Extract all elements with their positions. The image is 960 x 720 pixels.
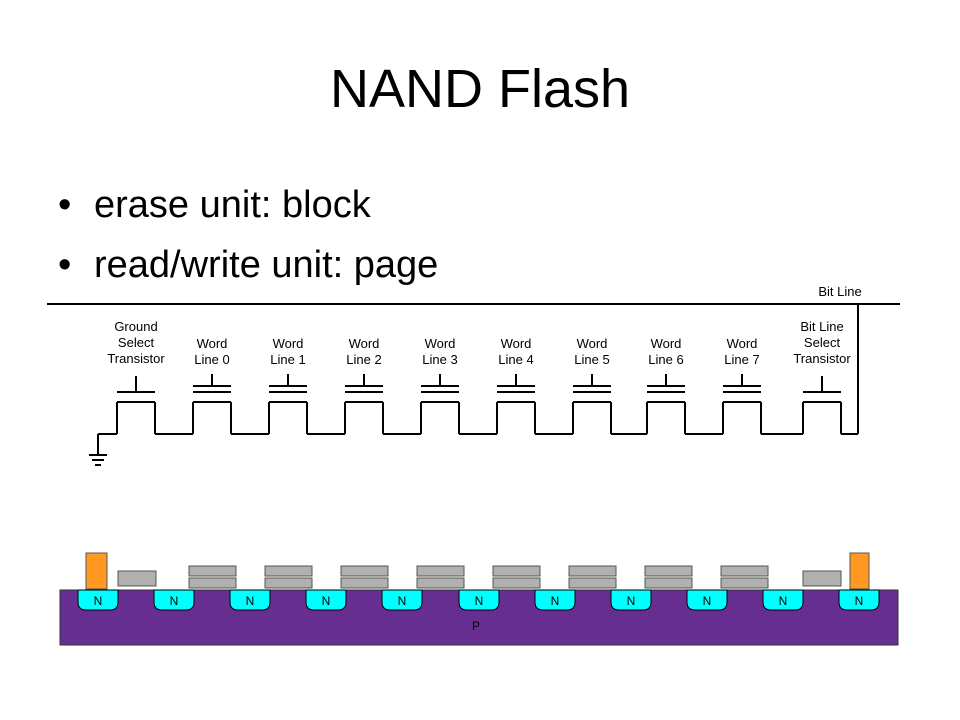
bullet-item: • erase unit: block (58, 175, 438, 235)
word-line-label: Word (651, 336, 682, 351)
n-region-label: N (246, 594, 255, 608)
n-region-label: N (475, 594, 484, 608)
ground-select-label: Transistor (107, 351, 165, 366)
source-contact (85, 552, 108, 590)
control-gate-poly (340, 565, 389, 577)
bullet-dot-icon: • (58, 244, 72, 286)
control-gate-poly (720, 565, 769, 577)
bullet-text: read/write unit: page (94, 244, 439, 286)
bullet-text: erase unit: block (94, 184, 371, 226)
ground-select-gate (117, 570, 157, 587)
floating-gate-poly (720, 577, 769, 589)
n-region-label: N (322, 594, 331, 608)
floating-gate-poly (492, 577, 541, 589)
n-region (77, 589, 119, 611)
bit-line-select-label: Transistor (793, 351, 851, 366)
floating-gate-poly (340, 577, 389, 589)
n-region (458, 589, 500, 611)
floating-gate-poly (644, 577, 693, 589)
bit-line-select-gate (802, 570, 842, 587)
n-region-label: N (855, 594, 864, 608)
word-line-label: Line 1 (270, 352, 305, 367)
p-substrate-label: P (472, 619, 480, 633)
control-gate-poly (264, 565, 313, 577)
bullet-dot-icon: • (58, 184, 72, 226)
control-gate-poly (644, 565, 693, 577)
ground-select-label: Ground (114, 319, 157, 334)
n-region (305, 589, 347, 611)
control-gate-poly (416, 565, 465, 577)
word-line-label: Word (727, 336, 758, 351)
n-region (229, 589, 271, 611)
control-gate-poly (188, 565, 237, 577)
bit-line-select-label: Bit Line (800, 319, 843, 334)
floating-gate-poly (264, 577, 313, 589)
bullet-item: • read/write unit: page (58, 235, 438, 295)
word-line-label: Word (501, 336, 532, 351)
floating-gate-poly (188, 577, 237, 589)
n-region-label: N (703, 594, 712, 608)
word-line-label: Word (349, 336, 380, 351)
n-region (686, 589, 728, 611)
control-gate-poly (492, 565, 541, 577)
n-region (381, 589, 423, 611)
floating-gate-poly (568, 577, 617, 589)
n-region-label: N (170, 594, 179, 608)
word-line-label: Line 6 (648, 352, 683, 367)
n-region-label: N (551, 594, 560, 608)
n-region (534, 589, 576, 611)
word-line-label: Word (577, 336, 608, 351)
n-region-label: N (94, 594, 103, 608)
word-line-label: Word (425, 336, 456, 351)
drain-contact (849, 552, 870, 590)
word-line-label: Line 0 (194, 352, 229, 367)
word-line-label: Line 2 (346, 352, 381, 367)
word-line-label: Line 7 (724, 352, 759, 367)
n-region (153, 589, 195, 611)
n-region (610, 589, 652, 611)
word-line-label: Word (197, 336, 228, 351)
word-line-label: Word (273, 336, 304, 351)
n-region (838, 589, 880, 611)
bit-line-select-label: Select (804, 335, 841, 350)
n-region-label: N (627, 594, 636, 608)
control-gate-poly (568, 565, 617, 577)
word-line-label: Line 3 (422, 352, 457, 367)
bit-line-label: Bit Line (818, 284, 861, 299)
word-line-label: Line 5 (574, 352, 609, 367)
floating-gate-poly (416, 577, 465, 589)
n-region (762, 589, 804, 611)
bullet-list: • erase unit: block • read/write unit: p… (58, 175, 438, 295)
n-region-label: N (398, 594, 407, 608)
n-region-label: N (779, 594, 788, 608)
word-line-label: Line 4 (498, 352, 533, 367)
ground-select-label: Select (118, 335, 155, 350)
slide-title: NAND Flash (329, 59, 631, 119)
